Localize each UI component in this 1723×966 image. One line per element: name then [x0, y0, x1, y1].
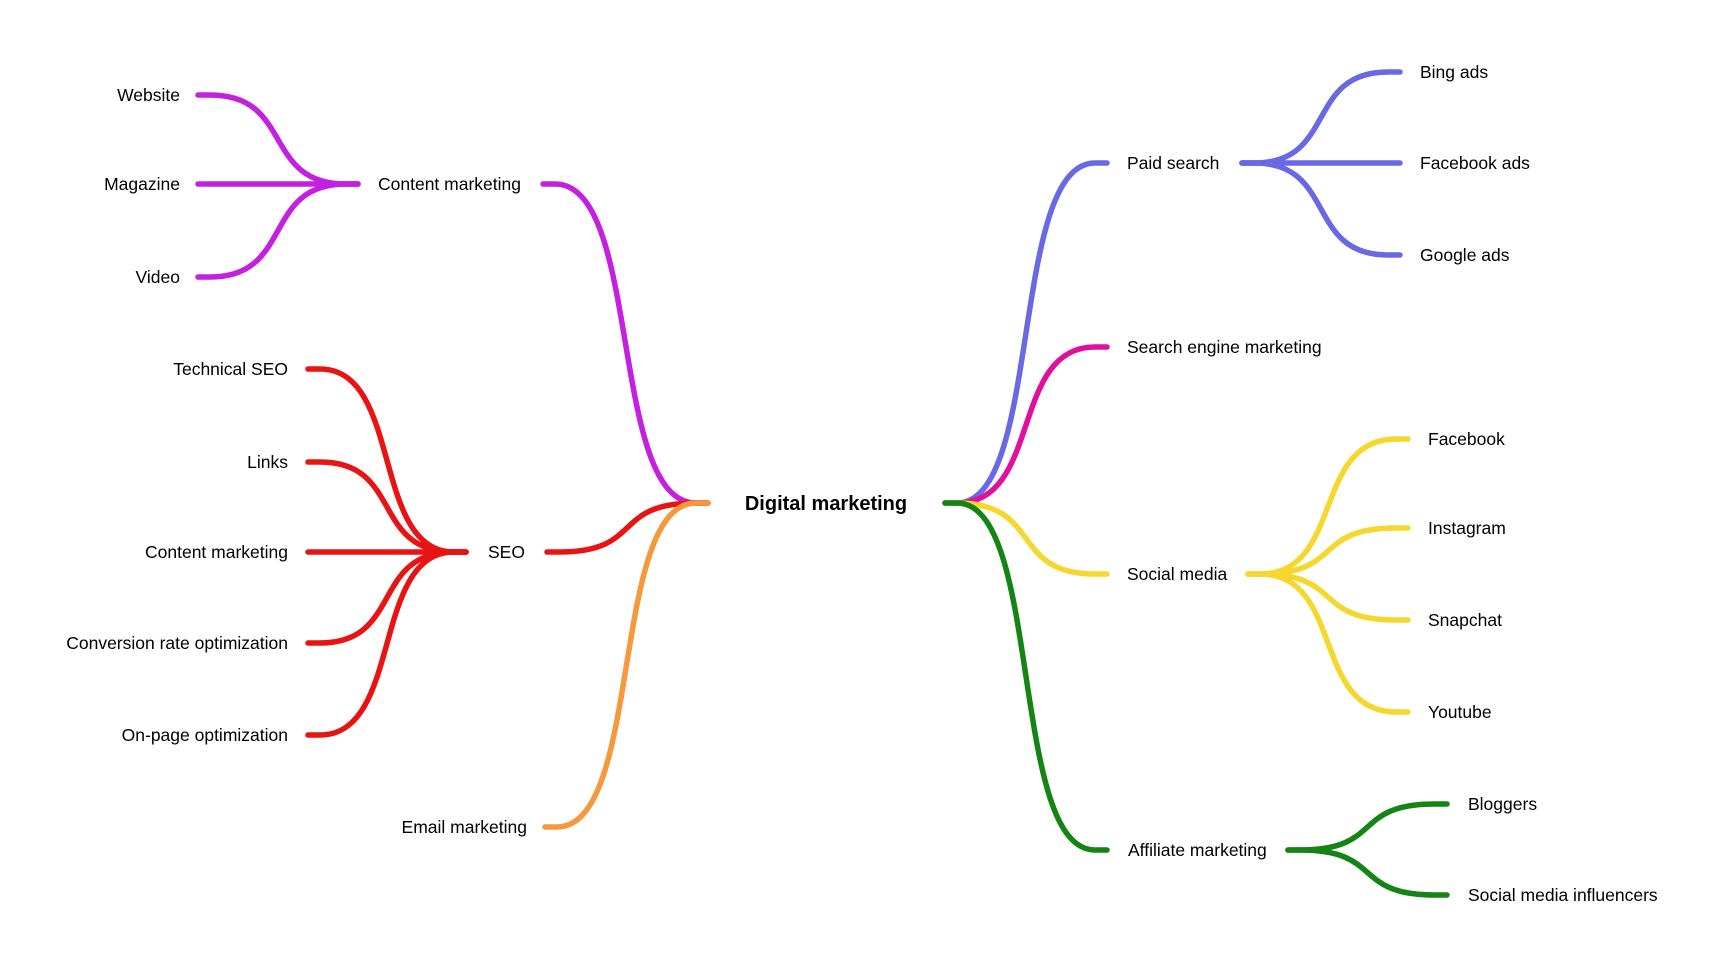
node-conversion-rate-optimization[interactable]: Conversion rate optimization	[66, 633, 288, 653]
node-video[interactable]: Video	[136, 267, 180, 287]
link-root-to-content-marketing	[540, 181, 711, 506]
link-root-to-email-marketing	[542, 500, 711, 830]
link-content-marketing-to-website	[195, 92, 361, 187]
node-bloggers[interactable]: Bloggers	[1468, 794, 1537, 814]
link-affiliate-marketing-to-social-media-influencers	[1285, 847, 1450, 898]
node-search-engine-marketing[interactable]: Search engine marketing	[1127, 337, 1322, 357]
node-paid-search[interactable]: Paid search	[1127, 153, 1219, 173]
node-on-page-optimization[interactable]: On-page optimization	[122, 725, 288, 745]
link-content-marketing-to-video	[195, 181, 361, 280]
node-technical-seo[interactable]: Technical SEO	[173, 359, 288, 379]
node-snapchat[interactable]: Snapchat	[1428, 610, 1502, 630]
link-root-to-affiliate-marketing	[942, 500, 1110, 853]
node-social-media-influencers[interactable]: Social media influencers	[1468, 885, 1658, 905]
node-digital-marketing[interactable]: Digital marketing	[745, 493, 907, 515]
node-google-ads[interactable]: Google ads	[1420, 245, 1510, 265]
node-bing-ads[interactable]: Bing ads	[1420, 62, 1488, 82]
link-social-media-to-instagram	[1245, 525, 1411, 577]
node-affiliate-marketing[interactable]: Affiliate marketing	[1128, 840, 1267, 860]
node-seo[interactable]: SEO	[488, 542, 525, 562]
node-website[interactable]: Website	[117, 85, 180, 105]
node-facebook-ads[interactable]: Facebook ads	[1420, 153, 1530, 173]
link-paid-search-to-google-ads	[1239, 160, 1403, 258]
node-email-marketing[interactable]: Email marketing	[402, 817, 527, 837]
link-seo-to-conversion-rate-optimization	[305, 549, 469, 646]
link-seo-to-links	[305, 459, 469, 555]
link-paid-search-to-bing-ads	[1239, 69, 1403, 166]
link-social-media-to-snapchat	[1245, 571, 1411, 623]
node-instagram[interactable]: Instagram	[1428, 518, 1506, 538]
node-content-marketing-seo-child[interactable]: Content marketing	[145, 542, 288, 562]
node-social-media[interactable]: Social media	[1127, 564, 1227, 584]
link-root-to-paid-search	[942, 160, 1110, 506]
link-seo-to-on-page-optimization	[305, 549, 469, 738]
link-affiliate-marketing-to-bloggers	[1285, 801, 1450, 853]
links-layer	[195, 69, 1450, 898]
node-facebook[interactable]: Facebook	[1428, 429, 1505, 449]
link-social-media-to-youtube	[1245, 571, 1411, 715]
link-root-to-search-engine-marketing	[942, 344, 1110, 506]
node-links[interactable]: Links	[247, 452, 288, 472]
link-root-to-seo	[544, 500, 711, 555]
node-youtube[interactable]: Youtube	[1428, 702, 1492, 722]
node-magazine[interactable]: Magazine	[104, 174, 180, 194]
link-root-to-social-media	[942, 500, 1110, 577]
node-content-marketing[interactable]: Content marketing	[378, 174, 521, 194]
